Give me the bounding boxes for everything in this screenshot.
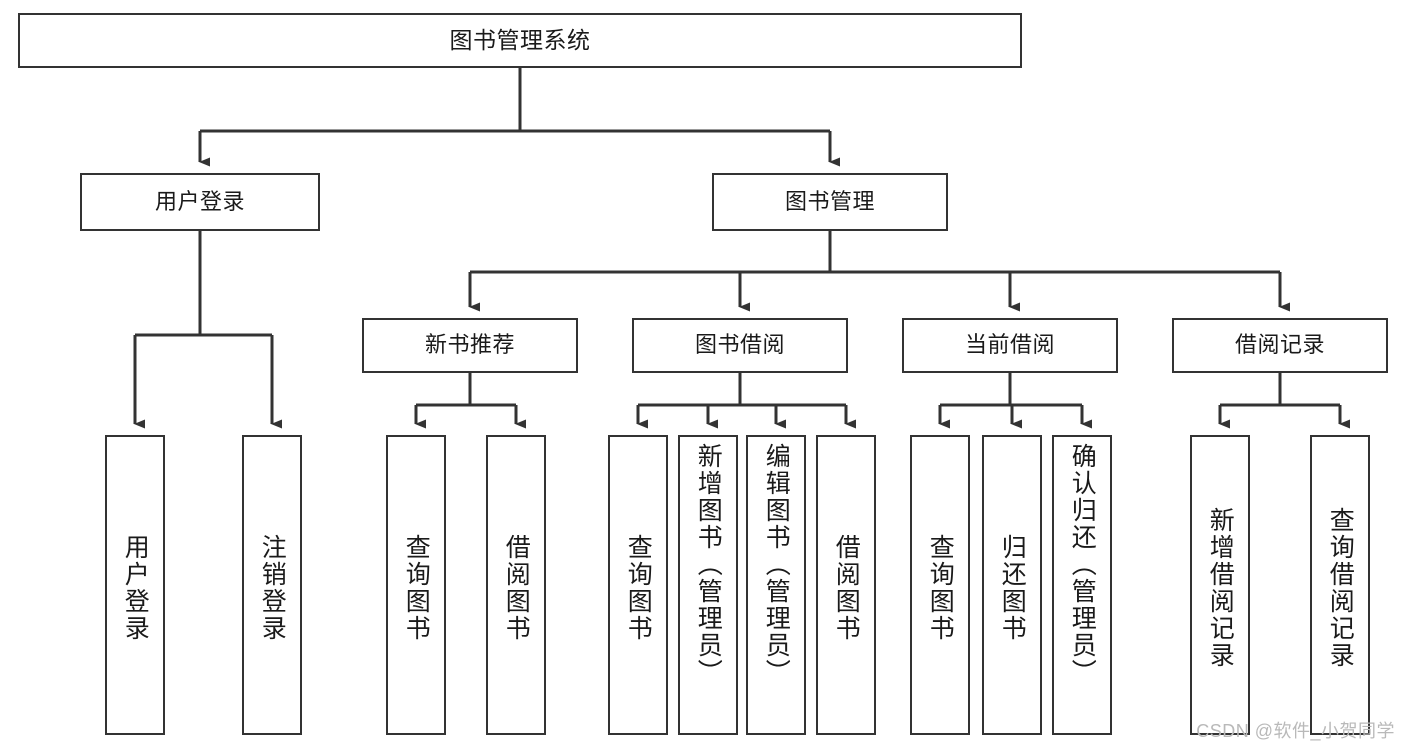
- node-current-borrow[interactable]: 当前借阅: [902, 318, 1118, 373]
- node-label: 新增图书（管理员）: [694, 443, 723, 686]
- node-leaf-edit-book[interactable]: 编辑图书（管理员）: [746, 435, 806, 735]
- node-leaf-add-record[interactable]: 新增借阅记录: [1190, 435, 1250, 735]
- node-leaf-logout[interactable]: 注销登录: [242, 435, 302, 735]
- node-label: 借阅记录: [1234, 332, 1325, 358]
- node-label: 用户登录: [121, 534, 150, 642]
- node-leaf-query-book-3[interactable]: 查询图书: [910, 435, 970, 735]
- node-label: 注销登录: [258, 534, 287, 642]
- node-label: 借阅图书: [832, 534, 861, 642]
- node-user-login[interactable]: 用户登录: [80, 173, 320, 231]
- node-leaf-confirm-return[interactable]: 确认归还（管理员）: [1052, 435, 1112, 735]
- node-leaf-add-book[interactable]: 新增图书（管理员）: [678, 435, 738, 735]
- node-label: 查询图书: [402, 534, 431, 642]
- node-label: 新增借阅记录: [1206, 507, 1235, 669]
- node-label: 图书管理: [784, 188, 875, 214]
- node-new-book-recommend[interactable]: 新书推荐: [362, 318, 578, 373]
- node-borrow-record[interactable]: 借阅记录: [1172, 318, 1388, 373]
- node-leaf-query-book-1[interactable]: 查询图书: [386, 435, 446, 735]
- node-label: 归还图书: [998, 534, 1027, 642]
- watermark: CSDN @软件_小贺同学: [1196, 721, 1395, 741]
- node-label: 确认归还（管理员）: [1068, 443, 1097, 686]
- node-label: 编辑图书（管理员）: [762, 443, 791, 686]
- node-label: 图书借阅: [694, 332, 785, 358]
- node-book-manage[interactable]: 图书管理: [712, 173, 948, 231]
- node-leaf-query-book-2[interactable]: 查询图书: [608, 435, 668, 735]
- node-label: 用户登录: [154, 188, 245, 214]
- node-label: 新书推荐: [424, 332, 515, 358]
- node-leaf-borrow-book-2[interactable]: 借阅图书: [816, 435, 876, 735]
- node-leaf-return-book[interactable]: 归还图书: [982, 435, 1042, 735]
- node-label: 当前借阅: [964, 332, 1055, 358]
- node-label: 查询图书: [624, 534, 653, 642]
- node-label: 查询借阅记录: [1326, 507, 1355, 669]
- node-book-borrow[interactable]: 图书借阅: [632, 318, 848, 373]
- node-label: 查询图书: [926, 534, 955, 642]
- node-label: 借阅图书: [502, 534, 531, 642]
- node-root[interactable]: 图书管理系统: [18, 13, 1022, 68]
- node-leaf-user-login[interactable]: 用户登录: [105, 435, 165, 735]
- node-leaf-borrow-book-1[interactable]: 借阅图书: [486, 435, 546, 735]
- node-leaf-query-record[interactable]: 查询借阅记录: [1310, 435, 1370, 735]
- node-label: 图书管理系统: [449, 26, 591, 53]
